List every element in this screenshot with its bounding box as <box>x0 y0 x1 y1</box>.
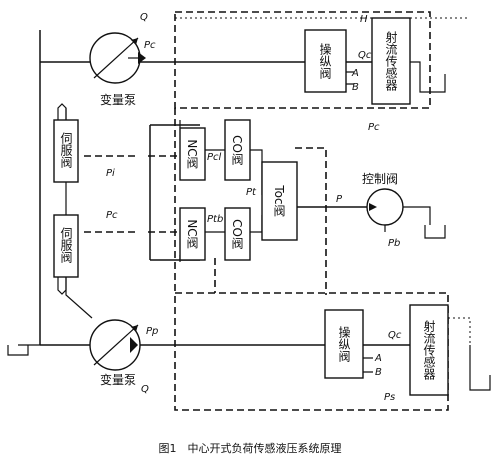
top-pilot-envelope <box>174 11 431 109</box>
operating-valve-bottom-label: 操纵阀 <box>337 325 351 363</box>
tank-bottom-right <box>469 345 491 391</box>
sym-qc-top: Qc <box>358 50 372 61</box>
sym-q-bottom: Q <box>141 384 149 395</box>
tank-top-right <box>419 74 446 93</box>
bottom-ab-lines <box>363 357 373 373</box>
bottom-pilot-envelope <box>174 292 449 411</box>
sym-a-top: A <box>351 68 359 79</box>
sym-pi: Pi <box>106 168 115 179</box>
jet-sensor-top[interactable] <box>371 17 411 105</box>
sym-p-right: P <box>336 194 343 205</box>
toc-valve[interactable] <box>261 161 298 241</box>
servo-valve-top[interactable] <box>53 103 79 183</box>
jet-sensor-top-label: 射流传感器 <box>384 30 398 92</box>
co-bottom-label: CO阀 <box>230 219 244 249</box>
pump-top-label: 变量泵 <box>100 92 136 107</box>
control-valve[interactable] <box>366 188 431 232</box>
nc-valve-top[interactable] <box>179 127 206 181</box>
operating-valve-top-label: 操纵阀 <box>318 42 332 80</box>
sym-pcl: Pcl <box>207 152 222 163</box>
sym-pc-right: Pc <box>368 122 380 133</box>
sym-ps-bottom: Ps <box>384 392 395 403</box>
sym-pp: Pp <box>146 326 158 337</box>
figure-caption: 图1 中心开式负荷传感液压系统原理 <box>159 441 342 455</box>
tank-control-valve <box>424 225 446 239</box>
variable-pump-bottom[interactable] <box>89 319 141 371</box>
servo-top-label: 伺服阀 <box>59 132 73 169</box>
nc-co-links <box>205 149 263 233</box>
operating-valve-top[interactable] <box>304 29 347 93</box>
nc-top-label: NC阀 <box>185 139 199 169</box>
co-top-label: CO阀 <box>230 135 244 165</box>
control-valve-label: 控制阀 <box>362 172 398 186</box>
sym-pb: Pb <box>388 238 400 249</box>
servo-bottom-label: 伺服阀 <box>59 227 73 264</box>
toc-label: Toc阀 <box>272 184 286 217</box>
sym-ptb: Ptb <box>207 214 223 225</box>
tank-bottom-left <box>7 344 40 356</box>
sym-a-bottom: A <box>374 353 382 364</box>
right-dotted-segment <box>448 317 471 345</box>
jet-sensor-bottom[interactable] <box>409 304 449 396</box>
jet-sensor-bottom-label: 射流传感器 <box>422 319 436 381</box>
nc-bottom-label: NC阀 <box>185 219 199 249</box>
toc-pilot-line <box>295 147 327 295</box>
sym-pc-left: Pc <box>106 210 118 221</box>
sym-b-top: B <box>352 82 359 93</box>
sym-pt: Pt <box>246 187 257 198</box>
servo-valve-bottom[interactable] <box>53 214 79 295</box>
operating-valve-bottom[interactable] <box>324 309 364 379</box>
variable-pump-top[interactable] <box>89 32 146 84</box>
co-valve-bottom[interactable] <box>224 207 251 261</box>
co-valve-top[interactable] <box>224 119 251 181</box>
sym-b-bottom: B <box>375 367 382 378</box>
sym-qc-bottom: Qc <box>388 330 402 341</box>
pump-bottom-label: 变量泵 <box>100 372 136 387</box>
sym-q-top: Q <box>140 12 148 23</box>
servo-top-label-group: 伺服阀 <box>59 132 73 169</box>
servo-bottom-label-group: 伺服阀 <box>59 227 73 264</box>
top-ab-lines <box>346 61 421 85</box>
sym-h-top: H <box>360 14 368 25</box>
sym-pc-top: Pc <box>144 40 156 51</box>
nc-valve-bottom[interactable] <box>179 207 206 261</box>
